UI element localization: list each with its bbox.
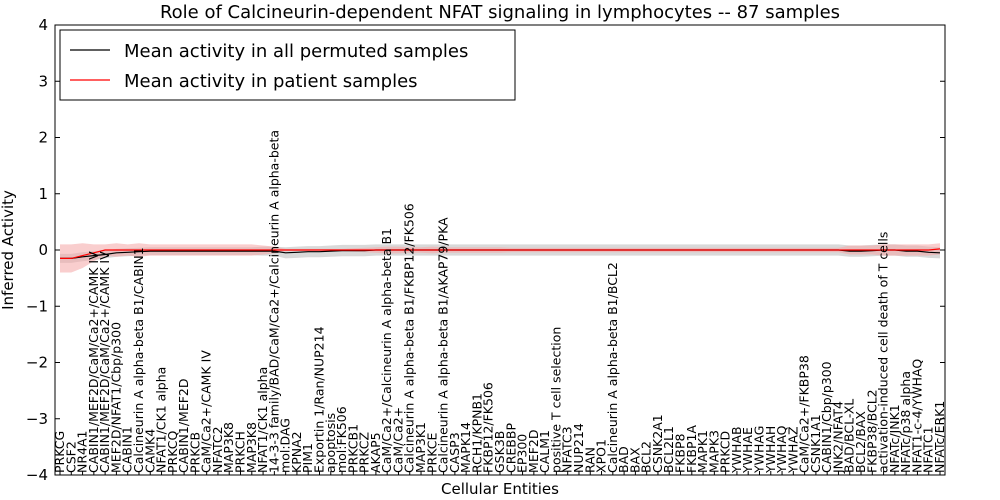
x-tick-label: PIM1 bbox=[300, 443, 315, 473]
x-tick-label: Exportin 1/Ran/NUP214 bbox=[312, 326, 327, 473]
x-tick-label: BCL2L1 bbox=[661, 426, 676, 473]
x-tick-label: JNK2/NFAT4 bbox=[831, 401, 846, 474]
y-tick-label: −2 bbox=[26, 354, 48, 372]
legend-box bbox=[59, 29, 516, 101]
x-tick-label: CaM/Ca2+ bbox=[391, 407, 406, 473]
x-tick-label: BAD/BCL-XL bbox=[842, 399, 857, 473]
x-tick-label: CREBBP bbox=[503, 423, 518, 473]
x-tick-label: NFATc/p38 alpha bbox=[898, 371, 913, 473]
x-tick-label: RAN bbox=[582, 447, 597, 473]
chart-title: Role of Calcineurin-dependent NFAT signa… bbox=[160, 2, 840, 23]
x-tick-label: PRKCD bbox=[718, 431, 733, 473]
x-tick-label: NR4A1 bbox=[75, 431, 90, 474]
x-tick-label: CSNK2A1 bbox=[650, 414, 665, 473]
x-tick-label: MAPK1 bbox=[695, 430, 710, 473]
x-tick-label: NFATc/JNK1 bbox=[887, 404, 902, 473]
x-tick-label: Calcineurin A alpha-beta B1/CABIN1 bbox=[131, 247, 146, 473]
x-tick-label: RCH1/KPNB1 bbox=[469, 393, 484, 473]
x-tick-label: FKBP1A bbox=[684, 425, 699, 473]
x-tick-label: CaM/Ca2+/Calcineurin A alpha-beta B1 bbox=[379, 228, 394, 473]
y-tick-label: 0 bbox=[38, 241, 48, 259]
x-tick-label: PRKCE bbox=[424, 433, 439, 473]
x-tick-label: MAP3K8 bbox=[244, 422, 259, 473]
x-tick-label: YWHAG bbox=[752, 426, 767, 474]
x-tick-label: FKBP12/FK506 bbox=[481, 382, 496, 473]
y-tick-label: 1 bbox=[38, 185, 48, 203]
x-tick-label: CSF2 bbox=[63, 441, 78, 473]
x-tick-label: CSNK1A1 bbox=[808, 414, 823, 473]
x-tick-label: CABIN1/MEF2D bbox=[176, 378, 191, 473]
legend: Mean activity in all permuted samples Me… bbox=[59, 29, 516, 101]
x-tick-label: NFATC1 bbox=[921, 426, 936, 473]
x-tick-label: CASP3 bbox=[447, 432, 462, 473]
y-tick-label: −1 bbox=[26, 297, 48, 315]
x-tick-label: BCL2 bbox=[639, 441, 654, 473]
x-tick-label: BCL2/BAX bbox=[853, 411, 868, 473]
x-tick-label: XPO1 bbox=[594, 439, 609, 473]
x-tick-label: GSK3B bbox=[492, 431, 507, 473]
x-tick-label: CABIN1/MEF2D/CaM/Ca2+/CAMK IV bbox=[86, 251, 101, 473]
x-tick-label: PRKCB bbox=[187, 432, 202, 473]
y-axis-label: Inferred Activity bbox=[0, 190, 17, 310]
x-tick-label: MEF2D bbox=[526, 430, 541, 473]
x-tick-label: NFAT1/CK1 alpha bbox=[255, 367, 270, 473]
x-tick-label: MAPK14 bbox=[458, 422, 473, 473]
x-tick-label: AKAP5 bbox=[368, 432, 383, 473]
y-tick-label: 2 bbox=[38, 129, 48, 147]
x-tick-label: BAD bbox=[616, 446, 631, 473]
x-tick-label: NFATC2 bbox=[210, 426, 225, 473]
plot-frame bbox=[54, 24, 946, 476]
x-tick-label: NFAT1-c-4/YWHAQ bbox=[909, 359, 924, 473]
x-tick-label: PRKCQ bbox=[165, 431, 180, 473]
x-tick-label: YWHAE bbox=[740, 427, 755, 474]
x-tick-label: NUP214 bbox=[571, 423, 586, 473]
x-tick-label: MAP3K8 bbox=[221, 422, 236, 473]
x-tick-label: positive T cell selection bbox=[548, 327, 563, 473]
x-tick-label: YWHAB bbox=[729, 426, 744, 474]
x-tick-label: FKBP8 bbox=[673, 433, 688, 473]
x-tick-label: YWHAH bbox=[763, 426, 778, 474]
x-tick-label: Calcineurin A alpha-beta B1/AKAP79/PKA bbox=[436, 217, 451, 473]
x-tick-label: CABIN1 bbox=[120, 426, 135, 473]
y-tick-label: −3 bbox=[26, 410, 48, 428]
x-tick-label: apoptosis bbox=[323, 413, 338, 473]
y-tick-label: −4 bbox=[26, 466, 48, 484]
y-tick-label: 4 bbox=[38, 16, 48, 34]
x-tick-label: YWHAQ bbox=[774, 425, 789, 474]
x-tick-label: YWHAZ bbox=[785, 426, 800, 474]
x-tick-label: CaM/Ca2+/CAMK IV bbox=[199, 350, 214, 473]
x-tick-label: 14-3-3 family/BAD/CaM/Ca2+/Calcineurin A… bbox=[266, 130, 281, 473]
x-tick-label: CALM1 bbox=[537, 430, 552, 473]
x-tick-label: PRKCZ bbox=[357, 432, 372, 473]
x-tick-label: Calcineurin A alpha-beta B1/BCL2 bbox=[605, 262, 620, 473]
x-tick-label: mol:DAG bbox=[278, 418, 293, 473]
legend-label-patient: Mean activity in patient samples bbox=[124, 71, 418, 92]
x-tick-label: MEF2D/NFAT1/Cbp/p300 bbox=[108, 322, 123, 473]
x-tick-label: activation-induced cell death of T cells bbox=[876, 232, 891, 473]
x-tick-label: NFAT1/CK1 alpha bbox=[154, 367, 169, 473]
x-tick-label: PRKCH bbox=[233, 431, 248, 473]
x-tick-label: CABIN1/Cbp/p300 bbox=[819, 361, 834, 473]
y-tick-label: 3 bbox=[38, 72, 48, 90]
x-axis-label: Cellular Entities bbox=[441, 480, 559, 498]
x-tick-label: CABIN1/MEF2D/CaM/Ca2+/CAMK IV bbox=[97, 251, 112, 473]
series-line-1 bbox=[60, 248, 941, 259]
x-tick-label: CAMK4 bbox=[142, 429, 157, 473]
x-tick-label: NFATC3 bbox=[560, 426, 575, 473]
x-tick-label: PRKCG bbox=[52, 431, 67, 473]
x-tick-label: BAX bbox=[627, 447, 642, 473]
x-tick-label: mol:FK506 bbox=[334, 406, 349, 473]
x-tick-label: PRKCB1 bbox=[345, 424, 360, 473]
x-tick-label: EP300 bbox=[515, 434, 530, 473]
x-tick-label: MAPK3 bbox=[706, 430, 721, 473]
x-tick-label: CaM/Ca2+/FKBP38 bbox=[797, 355, 812, 473]
x-tick-label: Calcineurin A alpha-beta B1/FKBP12/FK506 bbox=[402, 203, 417, 473]
x-tick-label: MAP3K1 bbox=[413, 422, 428, 473]
legend-label-permuted: Mean activity in all permuted samples bbox=[124, 41, 468, 62]
x-tick-label: KPNA2 bbox=[289, 431, 304, 473]
x-tick-label: FKBP38/BCL2 bbox=[864, 389, 879, 473]
